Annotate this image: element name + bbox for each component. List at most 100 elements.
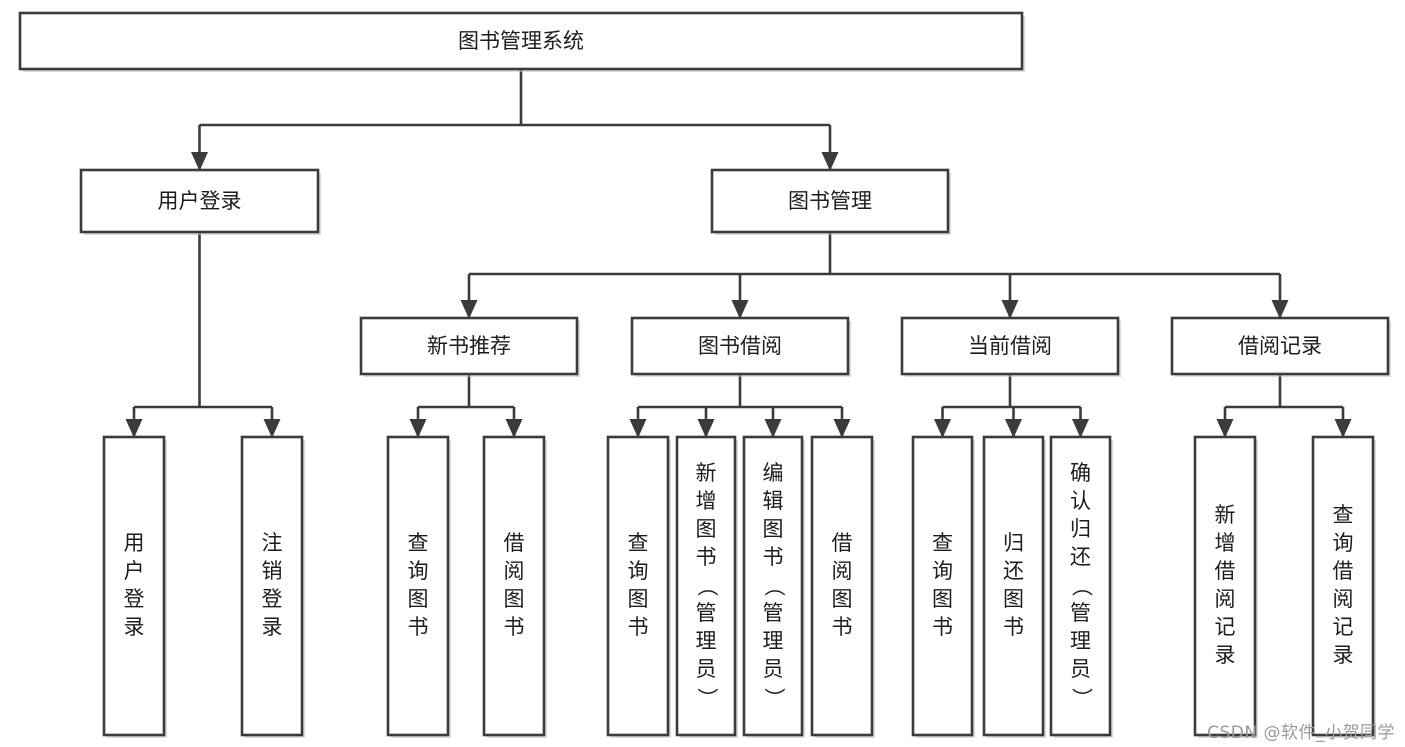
node-label-char: 查 <box>932 531 953 555</box>
edge-arrowhead <box>191 152 208 171</box>
node-label-char: 图 <box>504 587 525 611</box>
edge-arrowhead <box>1001 300 1019 319</box>
node-label-char: 图 <box>408 587 429 611</box>
node-label-char: 书 <box>832 615 853 639</box>
node-label-char: 图 <box>832 587 853 611</box>
connector-layer <box>125 69 1352 438</box>
node-rect[interactable] <box>606 435 670 737</box>
edge-group-borrow-record <box>1223 374 1345 437</box>
node-label-char: 阅 <box>504 559 525 583</box>
node-label-char: 辑 <box>763 489 784 513</box>
edge-group-root <box>198 69 832 170</box>
node-leaf-user-login[interactable]: 用户登录 <box>102 435 167 738</box>
edge-arrowhead <box>1005 419 1022 438</box>
node-label-char: （ <box>762 576 786 597</box>
node-label-char: 录 <box>1333 643 1354 667</box>
node-rect[interactable] <box>675 435 737 737</box>
node-label-char: 查 <box>408 531 429 555</box>
node-label: 借阅记录 <box>1238 334 1322 358</box>
node-label-char: 员 <box>1070 657 1091 681</box>
node-rect[interactable] <box>982 435 1045 737</box>
node-label-char: 记 <box>1215 615 1236 639</box>
node-label-char: 阅 <box>1215 587 1236 611</box>
node-layer: 图书管理系统用户登录图书管理新书推荐图书借阅当前借阅借阅记录用户登录注销登录查询… <box>18 11 1391 738</box>
node-label-char: 借 <box>504 531 525 555</box>
node-rect[interactable] <box>102 435 166 737</box>
node-rect[interactable] <box>900 316 1120 376</box>
edge-group-user-login <box>132 232 274 437</box>
node-rect[interactable] <box>386 435 450 737</box>
node-rect[interactable] <box>1170 316 1390 376</box>
node-root[interactable]: 图书管理系统 <box>18 11 1025 72</box>
node-label-char: 登 <box>262 587 283 611</box>
node-label-char: 员 <box>763 657 784 681</box>
node-label-char: 新 <box>696 461 717 485</box>
node-rect[interactable] <box>1049 435 1112 737</box>
node-rect[interactable] <box>630 316 850 376</box>
node-book-borrow[interactable]: 图书借阅 <box>630 316 851 377</box>
edge-arrowhead <box>409 419 427 438</box>
node-rect[interactable] <box>1193 435 1257 737</box>
node-rect[interactable] <box>810 435 874 737</box>
edge-group-book-borrow <box>636 374 844 437</box>
node-rect[interactable] <box>911 435 974 737</box>
node-label-char: 图 <box>696 517 717 541</box>
node-label-char: 借 <box>1215 559 1236 583</box>
node-label-char: 注 <box>262 531 283 555</box>
node-label-char: 认 <box>1070 489 1091 513</box>
node-user-login[interactable]: 用户登录 <box>79 168 321 235</box>
edge-arrowhead <box>764 419 782 438</box>
node-book-manage[interactable]: 图书管理 <box>710 168 951 235</box>
edge-arrowhead <box>505 419 523 438</box>
node-rect[interactable] <box>710 168 950 234</box>
node-label-char: 还 <box>1003 559 1024 583</box>
node-label: 图书管理系统 <box>458 29 584 53</box>
node-label-char: 登 <box>124 587 145 611</box>
node-label-char: 借 <box>1333 559 1354 583</box>
node-new-book-recommend[interactable]: 新书推荐 <box>359 316 580 377</box>
node-label-char: 录 <box>262 615 283 639</box>
node-label-char: （ <box>695 576 719 597</box>
edge-arrowhead <box>125 419 143 438</box>
node-label-char: 增 <box>696 489 717 513</box>
node-rect[interactable] <box>79 168 320 234</box>
node-rect[interactable] <box>742 435 804 737</box>
node-rect[interactable] <box>18 11 1024 71</box>
node-label: 图书借阅 <box>698 334 782 358</box>
node-rect[interactable] <box>1311 435 1375 737</box>
node-label-char: 管 <box>696 601 717 625</box>
node-label-char: 还 <box>1070 545 1091 569</box>
node-current-borrow[interactable]: 当前借阅 <box>900 316 1121 377</box>
node-rect[interactable] <box>240 435 304 737</box>
node-label-char: 图 <box>628 587 649 611</box>
node-label-char: 员 <box>696 657 717 681</box>
node-label-char: 图 <box>763 517 784 541</box>
node-label-char: 理 <box>1070 629 1091 653</box>
node-borrow-record[interactable]: 借阅记录 <box>1170 316 1391 377</box>
node-label-char: 理 <box>696 629 717 653</box>
node-label-char: （ <box>1070 576 1094 597</box>
node-label-char: 询 <box>1333 531 1354 555</box>
node-rect[interactable] <box>359 316 579 376</box>
edge-arrowhead <box>1271 300 1289 319</box>
node-label-char: 管 <box>1070 601 1091 625</box>
node-label-char: 录 <box>124 615 145 639</box>
node-label-char: 理 <box>763 629 784 653</box>
node-label-char: 用 <box>124 531 145 555</box>
node-label-char: 记 <box>1333 615 1354 639</box>
node-rect[interactable] <box>482 435 546 737</box>
